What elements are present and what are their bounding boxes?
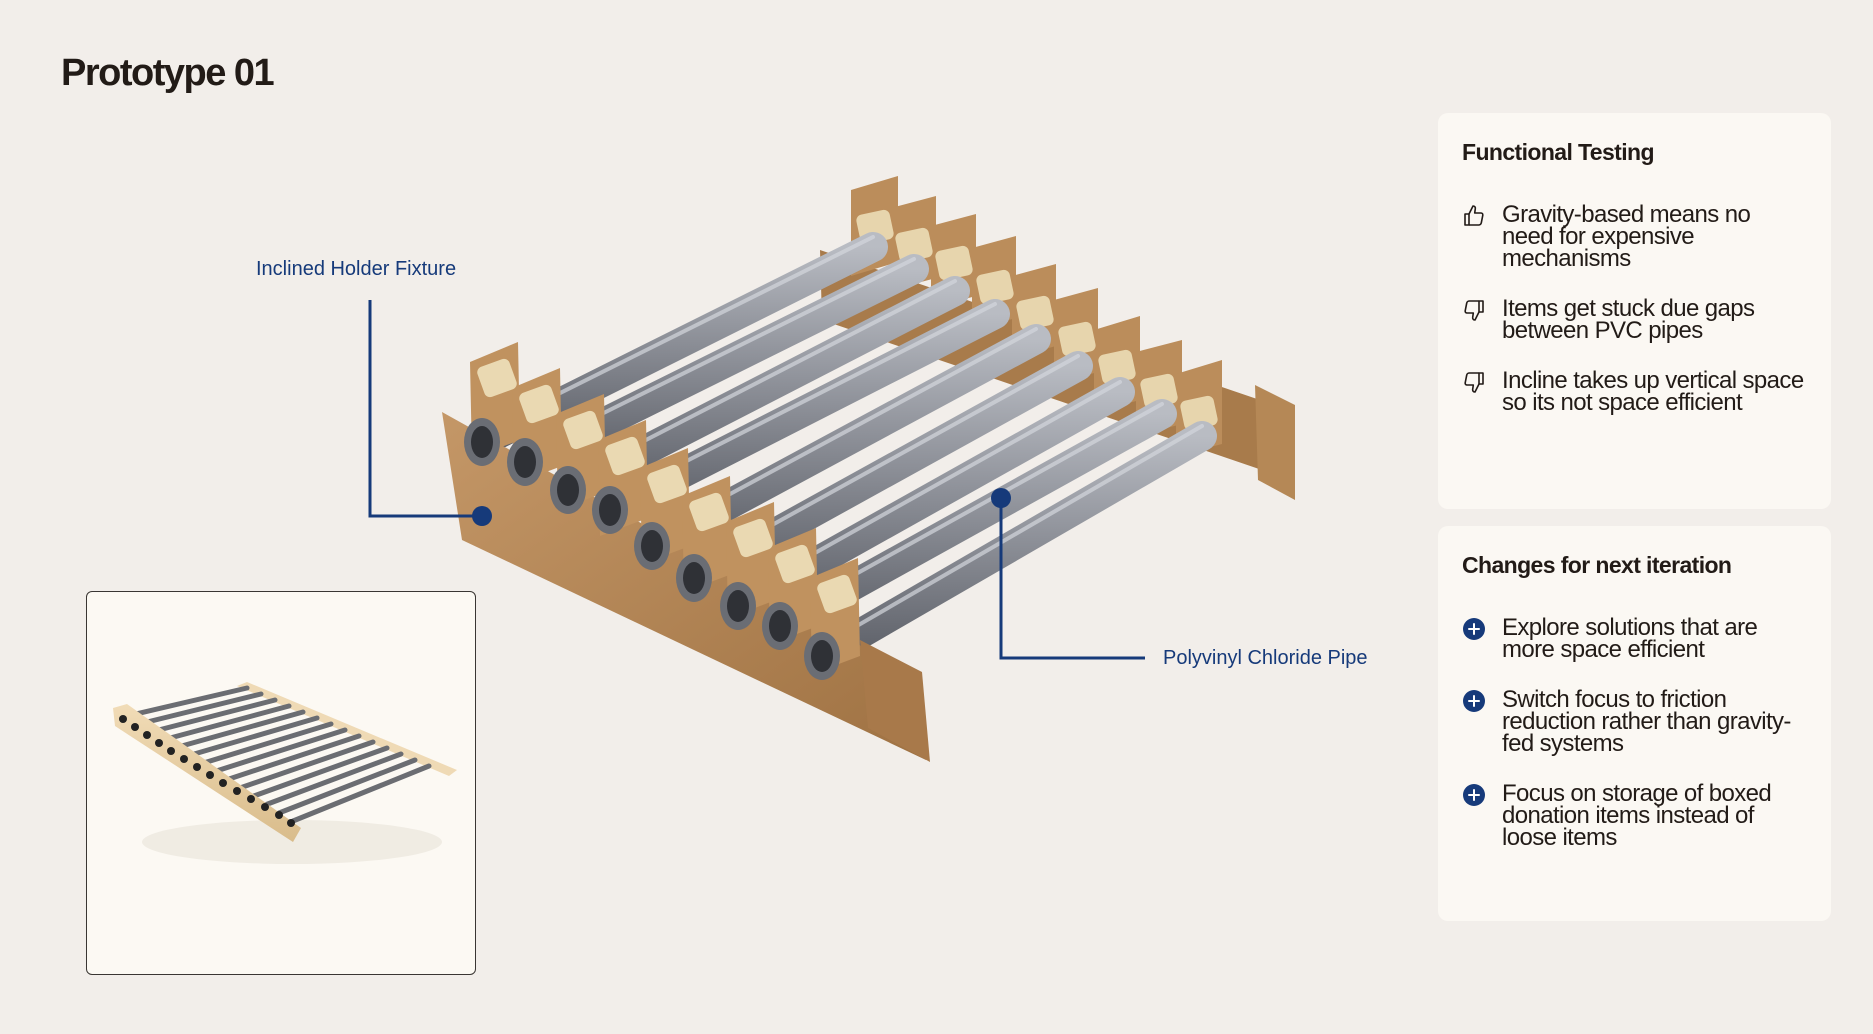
callout-line-holder — [368, 300, 492, 526]
thumbs-down-icon — [1464, 300, 1484, 321]
thumbs-up-icon — [1464, 205, 1484, 226]
changes-list: Explore solutions that are more space ef… — [1462, 614, 1807, 851]
front-rail — [442, 412, 930, 762]
functional-testing-card: Functional Testing Gravity-based means n… — [1438, 113, 1831, 509]
pvc-pipes — [467, 232, 1217, 671]
page-title: Prototype 01 — [61, 52, 275, 94]
list-item: Switch focus to friction reduction rathe… — [1462, 686, 1807, 757]
list-item: Gravity-based means no need for expensiv… — [1462, 201, 1807, 272]
plus-circle-icon — [1463, 784, 1485, 806]
list-item-text: Switch focus to friction reduction rathe… — [1502, 686, 1791, 757]
plus-circle-icon — [1463, 690, 1485, 712]
callout-line-pipe — [991, 488, 1145, 660]
list-item: Incline takes up vertical space so its n… — [1462, 367, 1807, 416]
callout-label-pipe: Polyvinyl Chloride Pipe — [1163, 647, 1368, 669]
list-item-text: Focus on storage of boxed donation items… — [1502, 780, 1772, 851]
functional-testing-title: Functional Testing — [1462, 139, 1655, 165]
list-item-text: Items get stuck due gaps between PVC pip… — [1502, 295, 1755, 344]
changes-title: Changes for next iteration — [1462, 552, 1732, 578]
functional-testing-list: Gravity-based means no need for expensiv… — [1462, 201, 1807, 416]
list-item-text: Incline takes up vertical space so its n… — [1502, 367, 1804, 416]
list-item-text: Explore solutions that are more space ef… — [1502, 614, 1758, 663]
list-item: Explore solutions that are more space ef… — [1462, 614, 1807, 663]
callout-label-holder: Inclined Holder Fixture — [256, 258, 457, 280]
front-tabs — [464, 342, 860, 680]
changes-card: Changes for next iteration Explore solut… — [1438, 526, 1831, 921]
back-tabs — [851, 176, 1222, 456]
list-item: Items get stuck due gaps between PVC pip… — [1462, 295, 1807, 344]
plus-circle-icon — [1463, 618, 1485, 640]
thumbs-down-icon — [1464, 372, 1484, 393]
render-thumbnail — [86, 591, 476, 975]
list-item: Focus on storage of boxed donation items… — [1462, 780, 1807, 851]
back-rail — [820, 250, 1295, 500]
list-item-text: Gravity-based means no need for expensiv… — [1502, 201, 1751, 272]
render-image — [113, 682, 457, 864]
